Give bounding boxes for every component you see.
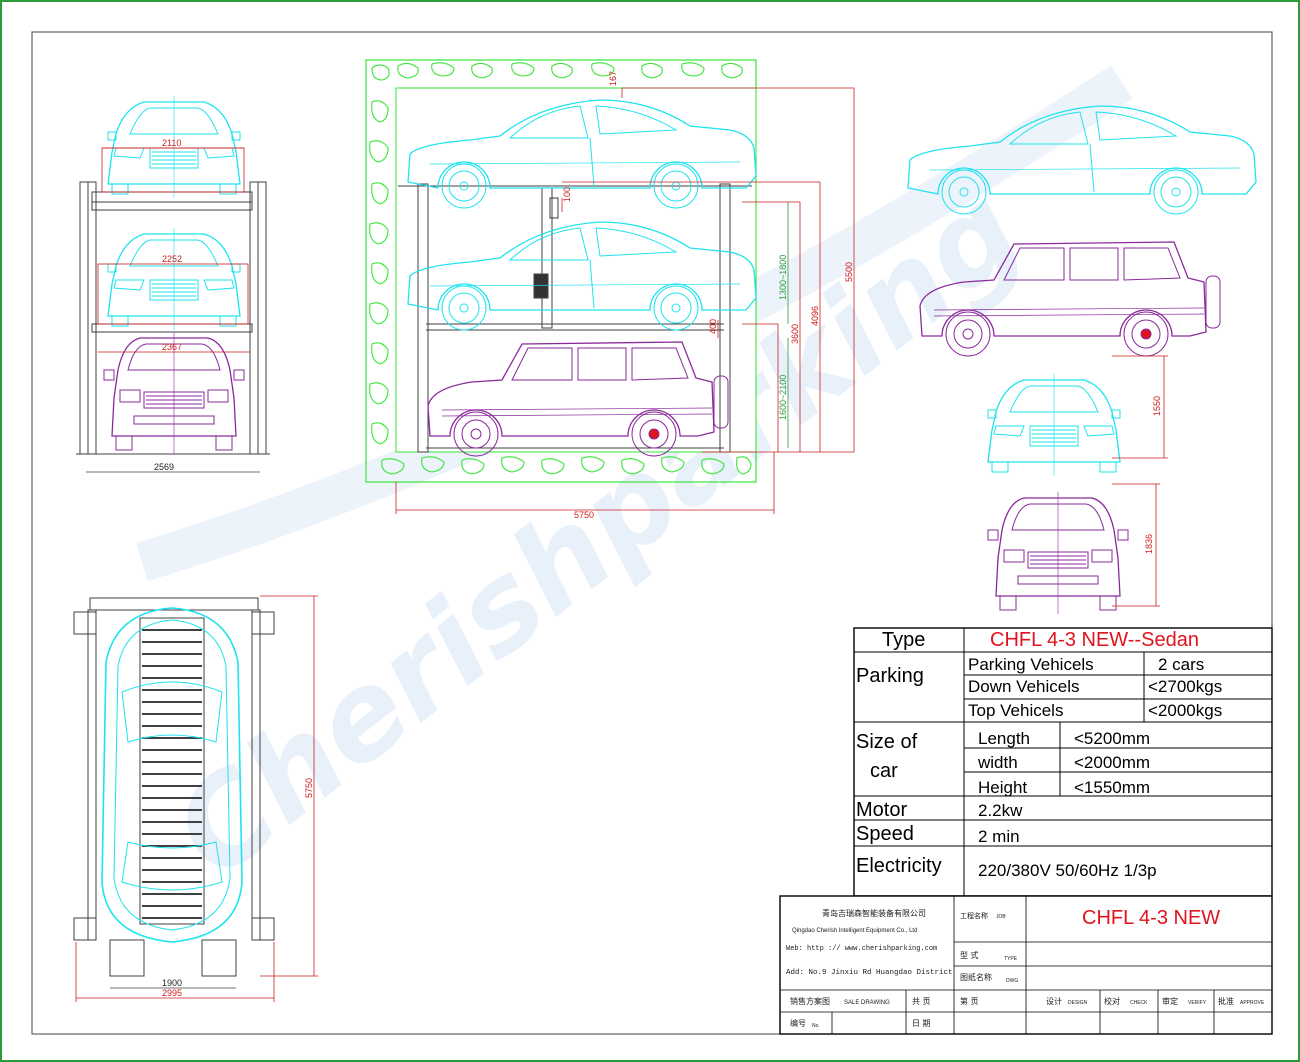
right-dim-suv-height: 1836: [1144, 534, 1154, 554]
tb-web: Web: http :// www.cherishparking.com: [786, 945, 937, 953]
tb-design-en: DESIGN: [1068, 1000, 1088, 1006]
tb-date-cn: 日 期: [912, 1019, 931, 1028]
tb-type-cn: 型 式: [960, 950, 979, 960]
front-dim-overall-width: 2569: [154, 462, 174, 472]
spec-size-row-2-value: <1550mm: [1074, 778, 1150, 797]
side-dim-lower-range: 1600~2100: [778, 375, 788, 420]
pallet-slats: [142, 629, 202, 919]
side-dim-height-5500: 5500: [844, 262, 854, 282]
spec-size-row-1-value: <2000mm: [1074, 753, 1150, 772]
side-dim-top-gap: 167: [608, 71, 618, 86]
tb-approve-cn: 批准: [1218, 996, 1234, 1006]
plan-view: 5750 1900 2995: [73, 595, 318, 1002]
tb-check-cn: 校对: [1104, 996, 1120, 1006]
spec-size-row-1-label: width: [977, 753, 1018, 772]
plan-dim-length: 5750: [304, 778, 314, 798]
side-dim-length: 5750: [574, 510, 594, 520]
title-block: 青岛吉瑞森智能装备有限公司 Qingdao Cherish Intelligen…: [779, 895, 1273, 1035]
spec-parking-row-2-label: Top Vehicels: [968, 701, 1063, 720]
tb-no-cn: 编号: [790, 1018, 806, 1028]
tb-check-en: CHECK: [1130, 1000, 1148, 1006]
plan-dim-inner-width: 1900: [162, 978, 182, 988]
spec-parking-row-0-value: 2 cars: [1158, 655, 1204, 674]
spec-electricity-value: 220/380V 50/60Hz 1/3p: [978, 861, 1157, 880]
tb-job-en: JOB: [996, 914, 1006, 920]
spec-parking-row-1-value: <2700kgs: [1148, 677, 1222, 696]
side-dim-lower-gap: 400: [708, 319, 718, 334]
spec-type-label: Type: [882, 629, 925, 651]
tb-sale-en: SALE DRAWING: [844, 1000, 890, 1006]
side-dim-pallet-gap: 100: [562, 187, 572, 202]
side-dim-height-3600: 3600: [790, 324, 800, 344]
spec-parking-label: Parking: [856, 665, 924, 687]
tb-verify-cn: 审定: [1162, 996, 1178, 1006]
spec-parking-row-1-label: Down Vehicels: [968, 677, 1080, 696]
tb-verify-en: VERIFY: [1188, 1000, 1207, 1006]
front-dim-bottom-width: 2367: [162, 342, 182, 352]
inner-frame: [31, 31, 1273, 1035]
spec-speed-value: 2 min: [978, 827, 1020, 846]
tb-address: Add: No.9 Jinxiu Rd Huangdao District: [786, 969, 953, 977]
spec-motor-label: Motor: [856, 799, 907, 821]
right-dim-sedan-height: 1550: [1152, 396, 1162, 416]
tb-type-en: TYPE: [1004, 956, 1018, 962]
side-dim-upper-range: 1300~1800: [778, 255, 788, 300]
tb-design-cn: 设计: [1046, 996, 1062, 1006]
rock-pattern: [369, 62, 752, 475]
spec-size-row-0-value: <5200mm: [1074, 729, 1150, 748]
spec-table: Type CHFL 4-3 NEW--Sedan Parking Parking…: [853, 627, 1273, 897]
tb-approve-en: APPROVE: [1240, 1000, 1265, 1006]
tb-company-cn: 青岛吉瑞森智能装备有限公司: [822, 908, 926, 918]
tb-sale-cn: 销售方案图: [790, 996, 830, 1006]
spec-electricity-label: Electricity: [856, 855, 942, 877]
tb-company-en: Qingdao Cherish Intelligent Equipment Co…: [792, 928, 917, 934]
spec-parking-row-2-value: <2000kgs: [1148, 701, 1222, 720]
tb-job-cn: 工程名称: [960, 911, 988, 920]
spec-size-label-1: Size of: [856, 731, 918, 753]
spec-parking-row-0-label: Parking Vehicels: [968, 655, 1094, 674]
side-dim-height-4096: 4096: [810, 306, 820, 326]
spec-size-row-0-label: Length: [978, 729, 1030, 748]
tb-page-cn: 第 页: [960, 996, 979, 1006]
spec-motor-value: 2.2kw: [978, 801, 1023, 820]
spec-speed-label: Speed: [856, 823, 914, 845]
tb-no-en: No.: [812, 1023, 820, 1029]
tb-dwg-en: DWG: [1006, 978, 1018, 984]
front-dim-top-width: 2110: [162, 138, 181, 148]
side-elevation-view: 167 100 1300~1800 3600 4096 5500 400 160…: [365, 59, 855, 520]
tb-dwg-cn: 图纸名称: [960, 972, 992, 982]
front-elevation-view: 2110 2252 2367 2569: [76, 95, 270, 473]
spec-size-label-2: car: [870, 760, 898, 782]
tb-job-value: CHFL 4-3 NEW: [1082, 907, 1220, 929]
spec-size-row-2-label: Height: [978, 778, 1027, 797]
reference-cars-view: 1550 1836: [907, 105, 1257, 615]
front-dim-mid-width: 2252: [162, 254, 182, 264]
spec-type-value: CHFL 4-3 NEW--Sedan: [990, 629, 1199, 651]
plan-dim-outer-width: 2995: [162, 988, 182, 998]
tb-total-cn: 共 页: [912, 997, 931, 1006]
